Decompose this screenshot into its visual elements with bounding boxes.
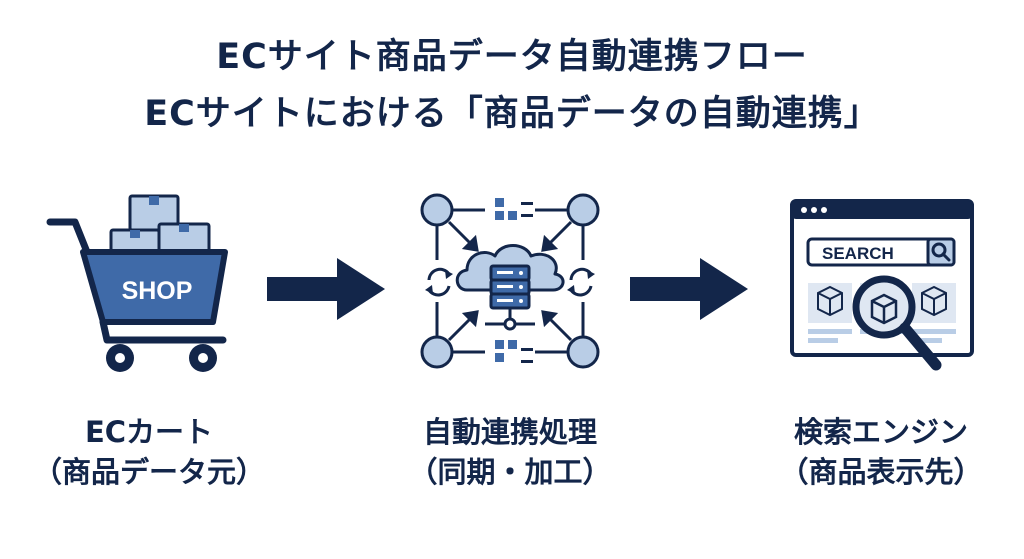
shop-label: SHOP [122,277,193,305]
arrow-right-icon [630,258,748,320]
page-subtitle: ECサイトにおける「商品データの自動連携」 [144,94,880,134]
arrow-right-icon [267,258,385,320]
step-sync-caption: 自動連携処理 （同期・加工） [380,412,640,492]
search-bar-label: SEARCH [822,244,894,263]
step-cart-caption: ECカート （商品データ元） [19,412,279,492]
page-title: ECサイト商品データ自動連携フロー [216,37,808,77]
step-search-caption: 検索エンジン （商品表示先） [751,412,1011,492]
step-search-label: 検索エンジン [793,415,968,449]
step-search-sub: （商品表示先） [779,455,983,489]
step-cart-label: ECカート [84,415,214,449]
step-sync-label: 自動連携処理 [422,415,597,449]
cloud-server-sync-icon [420,193,600,369]
shopping-cart-icon: SHOP [46,194,228,372]
step-cart-sub: （商品データ元） [32,455,265,489]
step-sync-sub: （同期・加工） [408,455,612,489]
search-engine-browser-icon: SEARCH [790,199,974,371]
